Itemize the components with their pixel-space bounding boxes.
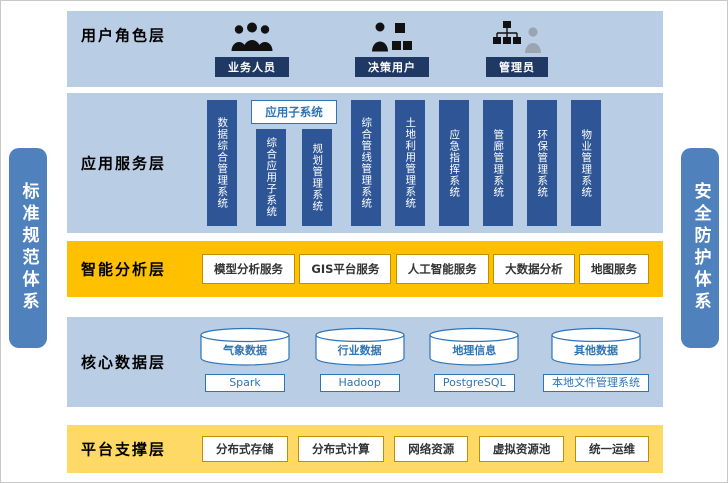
role-badge-decision-users: 决策用户 [355,57,429,77]
security-protection-system-label: 安全防护体系 [690,182,711,314]
layer-user-role-title: 用户角色层 [81,26,167,45]
layer-intelligent-analysis: 智能分析层 模型分析服务 GIS平台服务 人工智能服务 大数据分析 地图服务 [67,241,663,297]
system-box-pipeline: 综合管线管理系统 [351,100,381,226]
standard-spec-system-label: 标准规范体系 [18,182,39,314]
role-decision-users: 决策用户 [347,19,437,77]
app-systems-row: 数据综合管理系统 应用子系统 综合应用子系统 规划管理系统 综合管线管理系统 土… [207,100,601,226]
system-label: 环保管理系统 [536,128,549,198]
database-label: 行业数据 [337,344,382,357]
layer-analysis-title: 智能分析层 [81,260,167,279]
engine-spark: Spark [205,374,285,392]
decision-user-icon [370,19,414,53]
system-box-data-mgmt: 数据综合管理系统 [207,100,237,226]
database-cylinder-icon: 行业数据 [314,327,406,367]
database-label: 地理信息 [452,344,497,357]
layer-app-service: 应用服务层 数据综合管理系统 应用子系统 综合应用子系统 规划管理系统 综合管线… [67,93,663,233]
resource-virtual-pool: 虚拟资源池 [478,436,565,462]
system-box-planning: 规划管理系统 [302,129,332,226]
layer-user-role: 用户角色层 业务人员 [67,11,663,87]
system-box-environment: 环保管理系统 [527,100,557,226]
database-cylinder-icon: 地理信息 [428,327,520,367]
role-business-users: 业务人员 [207,19,297,77]
engine-postgresql: PostgreSQL [433,374,515,392]
system-label: 数据综合管理系统 [216,117,229,209]
system-label: 物业管理系统 [580,128,593,198]
database-cylinder-icon: 其他数据 [550,327,642,367]
role-badge-business-users: 业务人员 [215,57,289,77]
databases-row: 气象数据 Spark 行业数据 Hadoop [199,327,649,392]
database-cylinder-icon: 气象数据 [199,327,291,367]
layer-core-data-title: 核心数据层 [81,353,167,372]
app-subsystem-group: 应用子系统 综合应用子系统 规划管理系统 [251,100,337,226]
service-map: 地图服务 [579,254,649,284]
role-admin: 管理员 [472,19,562,77]
resource-unified-ops: 统一运维 [575,436,649,462]
analysis-services-row: 模型分析服务 GIS平台服务 人工智能服务 大数据分析 地图服务 [202,254,649,284]
app-subsystem-header: 应用子系统 [251,100,337,124]
app-subsystem-row: 综合应用子系统 规划管理系统 [251,129,337,226]
system-box-property: 物业管理系统 [571,100,601,226]
system-box-land-use: 土地利用管理系统 [395,100,425,226]
service-ai: 人工智能服务 [395,254,489,284]
system-label: 应急指挥系统 [448,128,461,198]
system-label: 规划管理系统 [311,143,324,212]
layer-core-data: 核心数据层 气象数据 Spark 行业数据 [67,317,663,407]
layer-platform-title: 平台支撑层 [81,440,167,459]
security-protection-system-bar: 安全防护体系 [681,148,719,348]
layer-platform-support: 平台支撑层 分布式存储 分布式计算 网络资源 虚拟资源池 统一运维 [67,425,663,473]
service-model-analysis: 模型分析服务 [202,254,295,284]
database-label: 其他数据 [573,344,618,357]
system-label: 综合管线管理系统 [360,117,373,209]
db-column-geo: 地理信息 PostgreSQL [428,327,520,392]
db-column-other: 其他数据 本地文件管理系统 [542,327,649,392]
layer-app-service-title: 应用服务层 [81,154,167,173]
database-label: 气象数据 [223,344,267,357]
system-box-emergency: 应急指挥系统 [439,100,469,226]
engine-hadoop: Hadoop [319,374,400,392]
service-big-data: 大数据分析 [493,254,575,284]
resource-distributed-storage: 分布式存储 [202,436,288,462]
admin-orgchart-icon [491,19,543,53]
db-column-weather: 气象数据 Spark [199,327,291,392]
system-label: 综合应用子系统 [265,137,278,218]
business-users-icon [228,19,276,53]
platform-resources-row: 分布式存储 分布式计算 网络资源 虚拟资源池 统一运维 [202,436,649,462]
engine-local-file-system: 本地文件管理系统 [542,374,649,392]
system-label: 土地利用管理系统 [404,117,417,209]
db-column-industry: 行业数据 Hadoop [314,327,406,392]
system-label: 管廊管理系统 [492,128,505,198]
resource-distributed-computing: 分布式计算 [298,436,384,462]
service-gis-platform: GIS平台服务 [299,254,392,284]
standard-spec-system-bar: 标准规范体系 [9,148,47,348]
system-box-corridor: 管廊管理系统 [483,100,513,226]
role-badge-admin: 管理员 [486,57,548,77]
system-box-comprehensive-app: 综合应用子系统 [256,129,286,226]
resource-network: 网络资源 [394,436,469,462]
